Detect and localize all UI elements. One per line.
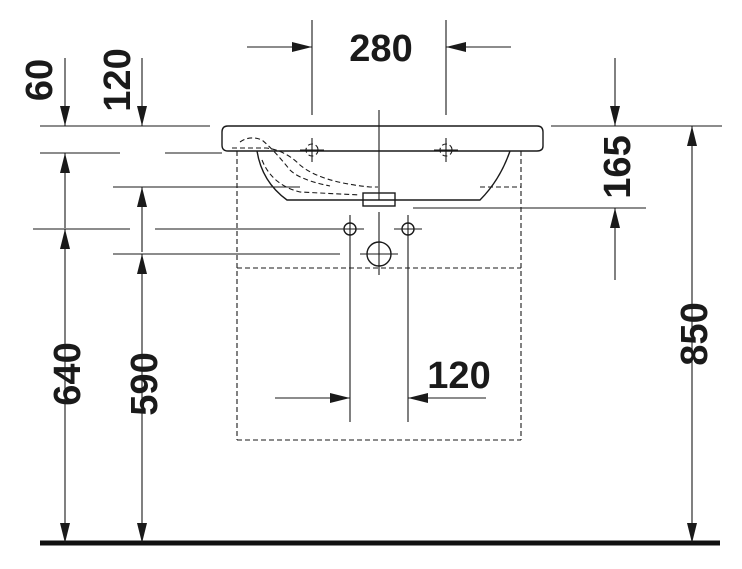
overflow-channel-inner	[239, 137, 331, 187]
supply-valve-left	[336, 215, 364, 243]
dimension-label-640: 640	[47, 342, 89, 405]
dimension-640-supply-height: 640	[33, 228, 336, 543]
dimension-label-165: 165	[597, 135, 639, 198]
tap-hole-left	[300, 138, 324, 162]
basin-bowl	[256, 150, 511, 201]
dimension-590-waste-height: 590	[113, 253, 340, 543]
dimension-label-280: 280	[349, 28, 412, 70]
dimension-280-tap-spacing: 280	[247, 20, 511, 115]
dimension-120-valve-spacing: 120	[275, 243, 491, 422]
basin-rim	[221, 125, 544, 152]
dimension-165-basin-height: 165	[413, 58, 722, 280]
waste-connection	[360, 212, 398, 275]
overflow-channel-upper	[232, 147, 378, 188]
dimension-label-850: 850	[674, 302, 716, 365]
supply-valve-right	[394, 215, 422, 243]
washbasin	[221, 110, 544, 207]
dimension-60-rim: 60	[19, 58, 222, 228]
dimension-850-overall-height: 850	[674, 126, 716, 543]
dimension-label-120-bowl: 120	[97, 48, 139, 111]
dimension-120-bowl: 120	[97, 48, 300, 252]
tap-hole-right	[434, 138, 458, 162]
dimension-label-60: 60	[19, 59, 61, 101]
dimension-label-590: 590	[124, 352, 166, 415]
dimension-label-120-valves: 120	[427, 355, 490, 397]
basin-inner-dashed	[261, 159, 361, 196]
